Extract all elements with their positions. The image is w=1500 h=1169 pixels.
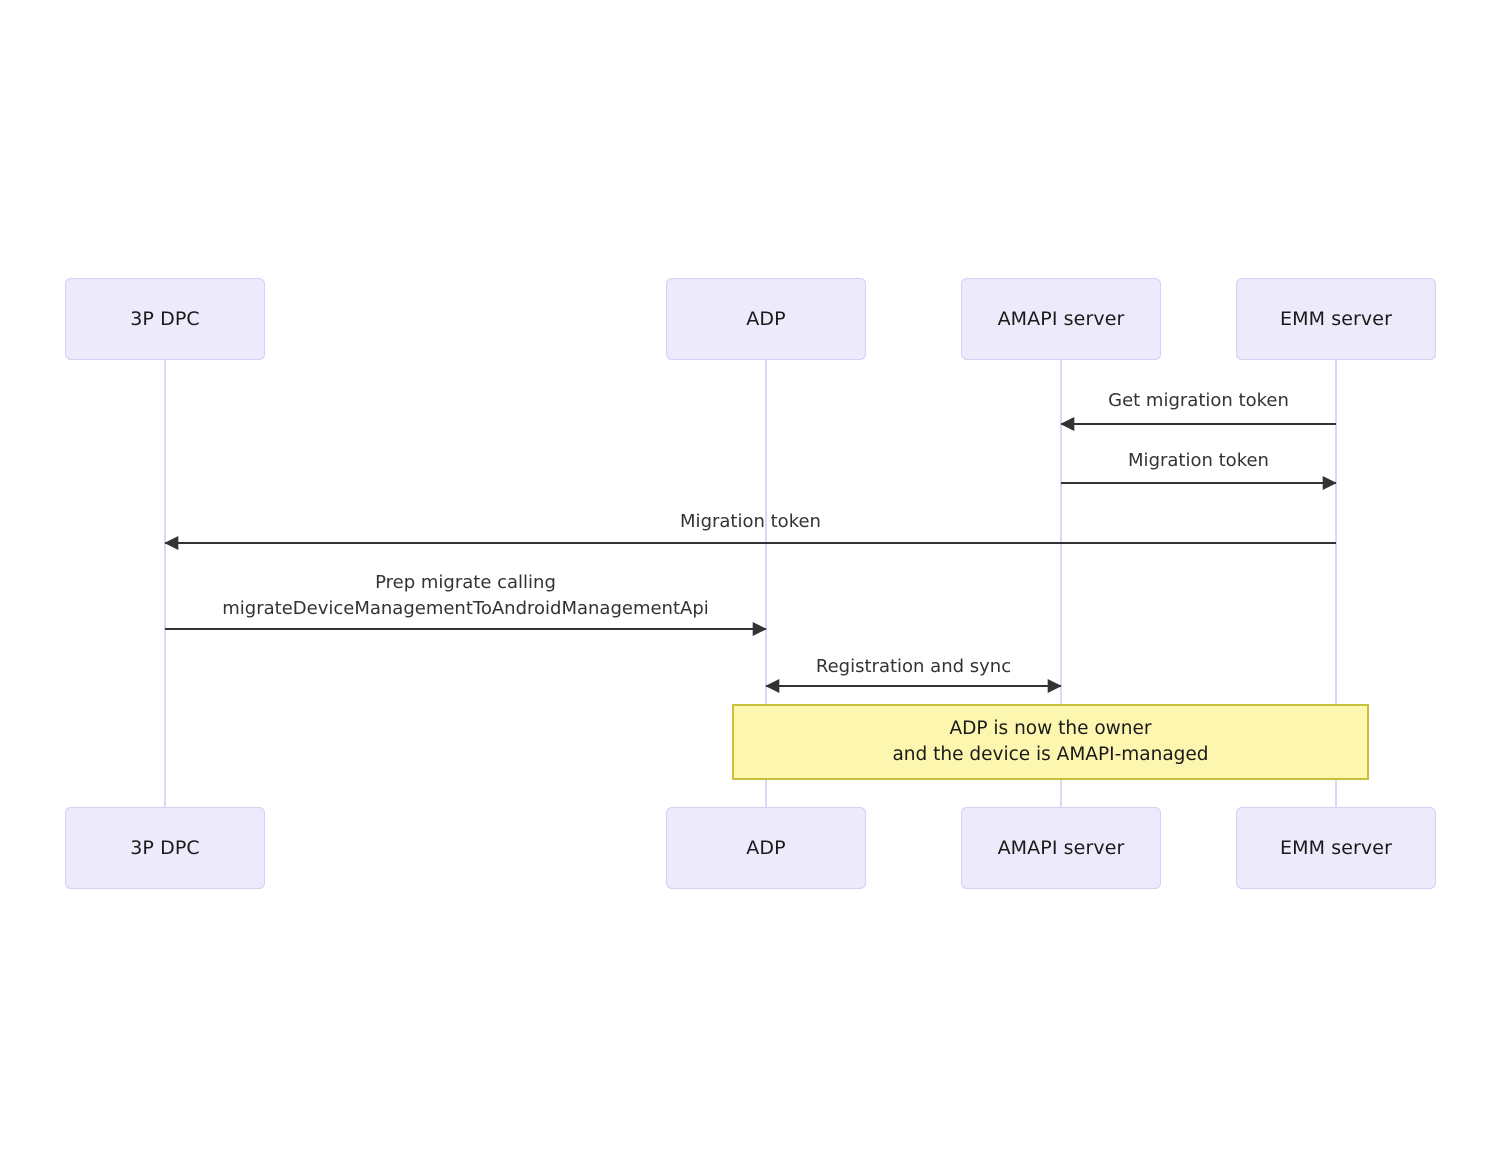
participant-box-bottom-dpc[interactable]: 3P DPC [65,807,265,889]
message-label-line: Migration token [680,511,821,532]
participant-label: ADP [746,308,786,330]
message-label-m2: Migration token [1128,448,1269,474]
participant-label: ADP [746,837,786,859]
message-label-line: Registration and sync [815,656,1012,677]
note-box: ADP is now the owner and the device is AM… [732,704,1369,780]
participant-label: EMM server [1280,308,1392,330]
participant-box-bottom-adp[interactable]: ADP [666,807,866,889]
message-label-line: Get migration token [1108,390,1289,411]
participant-box-top-adp[interactable]: ADP [666,278,866,360]
arrows-group [164,417,1337,693]
message-label-m3: Migration token [680,509,821,535]
participant-box-top-dpc[interactable]: 3P DPC [65,278,265,360]
participant-label: 3P DPC [130,837,200,859]
participant-label: AMAPI server [997,308,1125,330]
message-label-line: migrateDeviceManagementToAndroidManageme… [222,598,709,619]
participant-box-top-emm[interactable]: EMM server [1236,278,1436,360]
participant-label: EMM server [1280,837,1392,859]
participant-box-top-amapi[interactable]: AMAPI server [961,278,1161,360]
participant-label: 3P DPC [130,308,200,330]
participant-label: AMAPI server [997,837,1125,859]
participant-box-bottom-emm[interactable]: EMM server [1236,807,1436,889]
participant-box-bottom-amapi[interactable]: AMAPI server [961,807,1161,889]
note-text-line: and the device is AMAPI-managed [892,744,1209,765]
message-label-m1: Get migration token [1108,388,1289,414]
message-label-line: Prep migrate calling [375,572,556,593]
message-label-line: Migration token [1128,450,1269,471]
message-label-m5: Registration and sync [816,654,1011,680]
message-label-m4: Prep migrate calling migrateDeviceManagem… [222,570,709,622]
note-text-line: ADP is now the owner [949,718,1152,739]
